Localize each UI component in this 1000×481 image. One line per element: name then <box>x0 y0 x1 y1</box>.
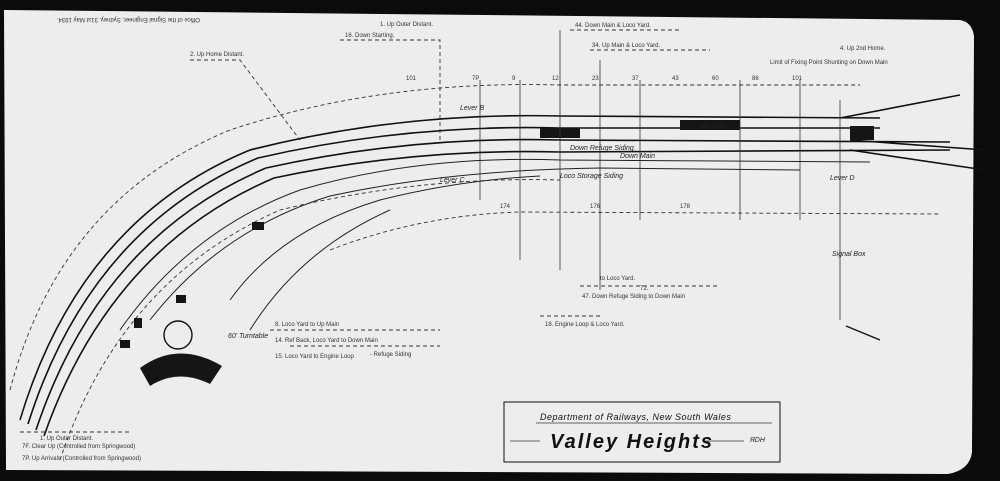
note-up-2nd-home: 4. Up 2nd Home. <box>840 46 886 52</box>
track-layout <box>9 29 986 461</box>
note-up-clear: 7F. Clear Up (Controlled from Springwood… <box>22 444 135 450</box>
drawing-code: ЯDH <box>749 437 766 444</box>
mileage-label: 176 <box>590 204 601 210</box>
note-loco-engine-loop: 15. Loco Yard to Engine Loop <box>275 354 355 360</box>
note-engine-loop: 18. Engine Loop & Loco Yard. <box>545 322 625 328</box>
lever-d-label: Lever D <box>830 175 855 182</box>
drawing-sheet <box>4 10 974 474</box>
mileage-label: 60 <box>712 76 719 82</box>
note-refuge-siding: - Refuge Siding <box>370 352 411 358</box>
note-ref-back: 14. Ref Back, Loco Yard to Down Main <box>275 338 378 344</box>
department-title: Department of Railways, New South Wales <box>540 412 731 422</box>
mileage-label: 9 <box>512 76 516 82</box>
mileage-labels: 101 7P 9 12 23 37 43 60 86 101 174 176 1… <box>406 76 803 210</box>
station-title: Valley Heights <box>550 431 714 453</box>
mileage-label: 101 <box>406 76 417 82</box>
note-up-main-loco: 34. Up Main & Loco Yard. <box>592 43 660 49</box>
note-down-starting: 16. Down Starting. <box>345 33 395 39</box>
mileage-label: 7P <box>472 76 479 82</box>
note-up-outer: 1. Up Outer Distant. <box>380 22 433 28</box>
title-block: Department of Railways, New South Wales … <box>503 401 781 463</box>
mileage-label: 37 <box>632 76 639 82</box>
mileage-label: 178 <box>680 204 691 210</box>
note-refuge-to-main: 47. Down Refuge Siding to Down Main <box>582 294 685 300</box>
note-up-outer-distant: 1. Up Outer Distant. <box>40 436 93 442</box>
mileage-label: 43 <box>672 76 679 82</box>
note-to-loco-yard: to Loco Yard. <box>600 276 635 282</box>
up-main-label: Up Main <box>700 123 726 130</box>
mileage-label: 86 <box>752 76 759 82</box>
down-refuge-label: Down Refuge Siding <box>570 145 634 152</box>
mileage-label: 23 <box>592 76 599 82</box>
mileage-label: 101 <box>792 76 803 82</box>
note-limit-shunting: Limit of Fixing Point Shunting on Down M… <box>770 60 888 66</box>
header-note: Office of the Signal Engineer, Sydney. 3… <box>56 16 200 22</box>
note-down-main-loco: 44. Down Main & Loco Yard. <box>575 23 651 29</box>
signal-box-label: Signal Box <box>832 251 866 258</box>
note-loco-up-main: 8. Loco Yard to Up Main <box>275 322 339 328</box>
lever-b-label: Lever B <box>460 105 484 112</box>
down-main-label: Down Main <box>620 153 655 160</box>
lever-c-label: Lever C <box>440 177 465 184</box>
note-up-home-distant: 2. Up Home Distant. <box>190 52 244 58</box>
mileage-label: 12 <box>552 76 559 82</box>
note-up-arrivals: 7P. Up Arrivals (Controlled from Springw… <box>22 456 141 462</box>
loco-storage-label: Loco Storage Siding <box>560 173 623 180</box>
mileage-label: 174 <box>500 204 511 210</box>
turntable-label: 60' Turntable <box>228 333 268 340</box>
note-loco-yard-72: 72. <box>640 286 649 292</box>
